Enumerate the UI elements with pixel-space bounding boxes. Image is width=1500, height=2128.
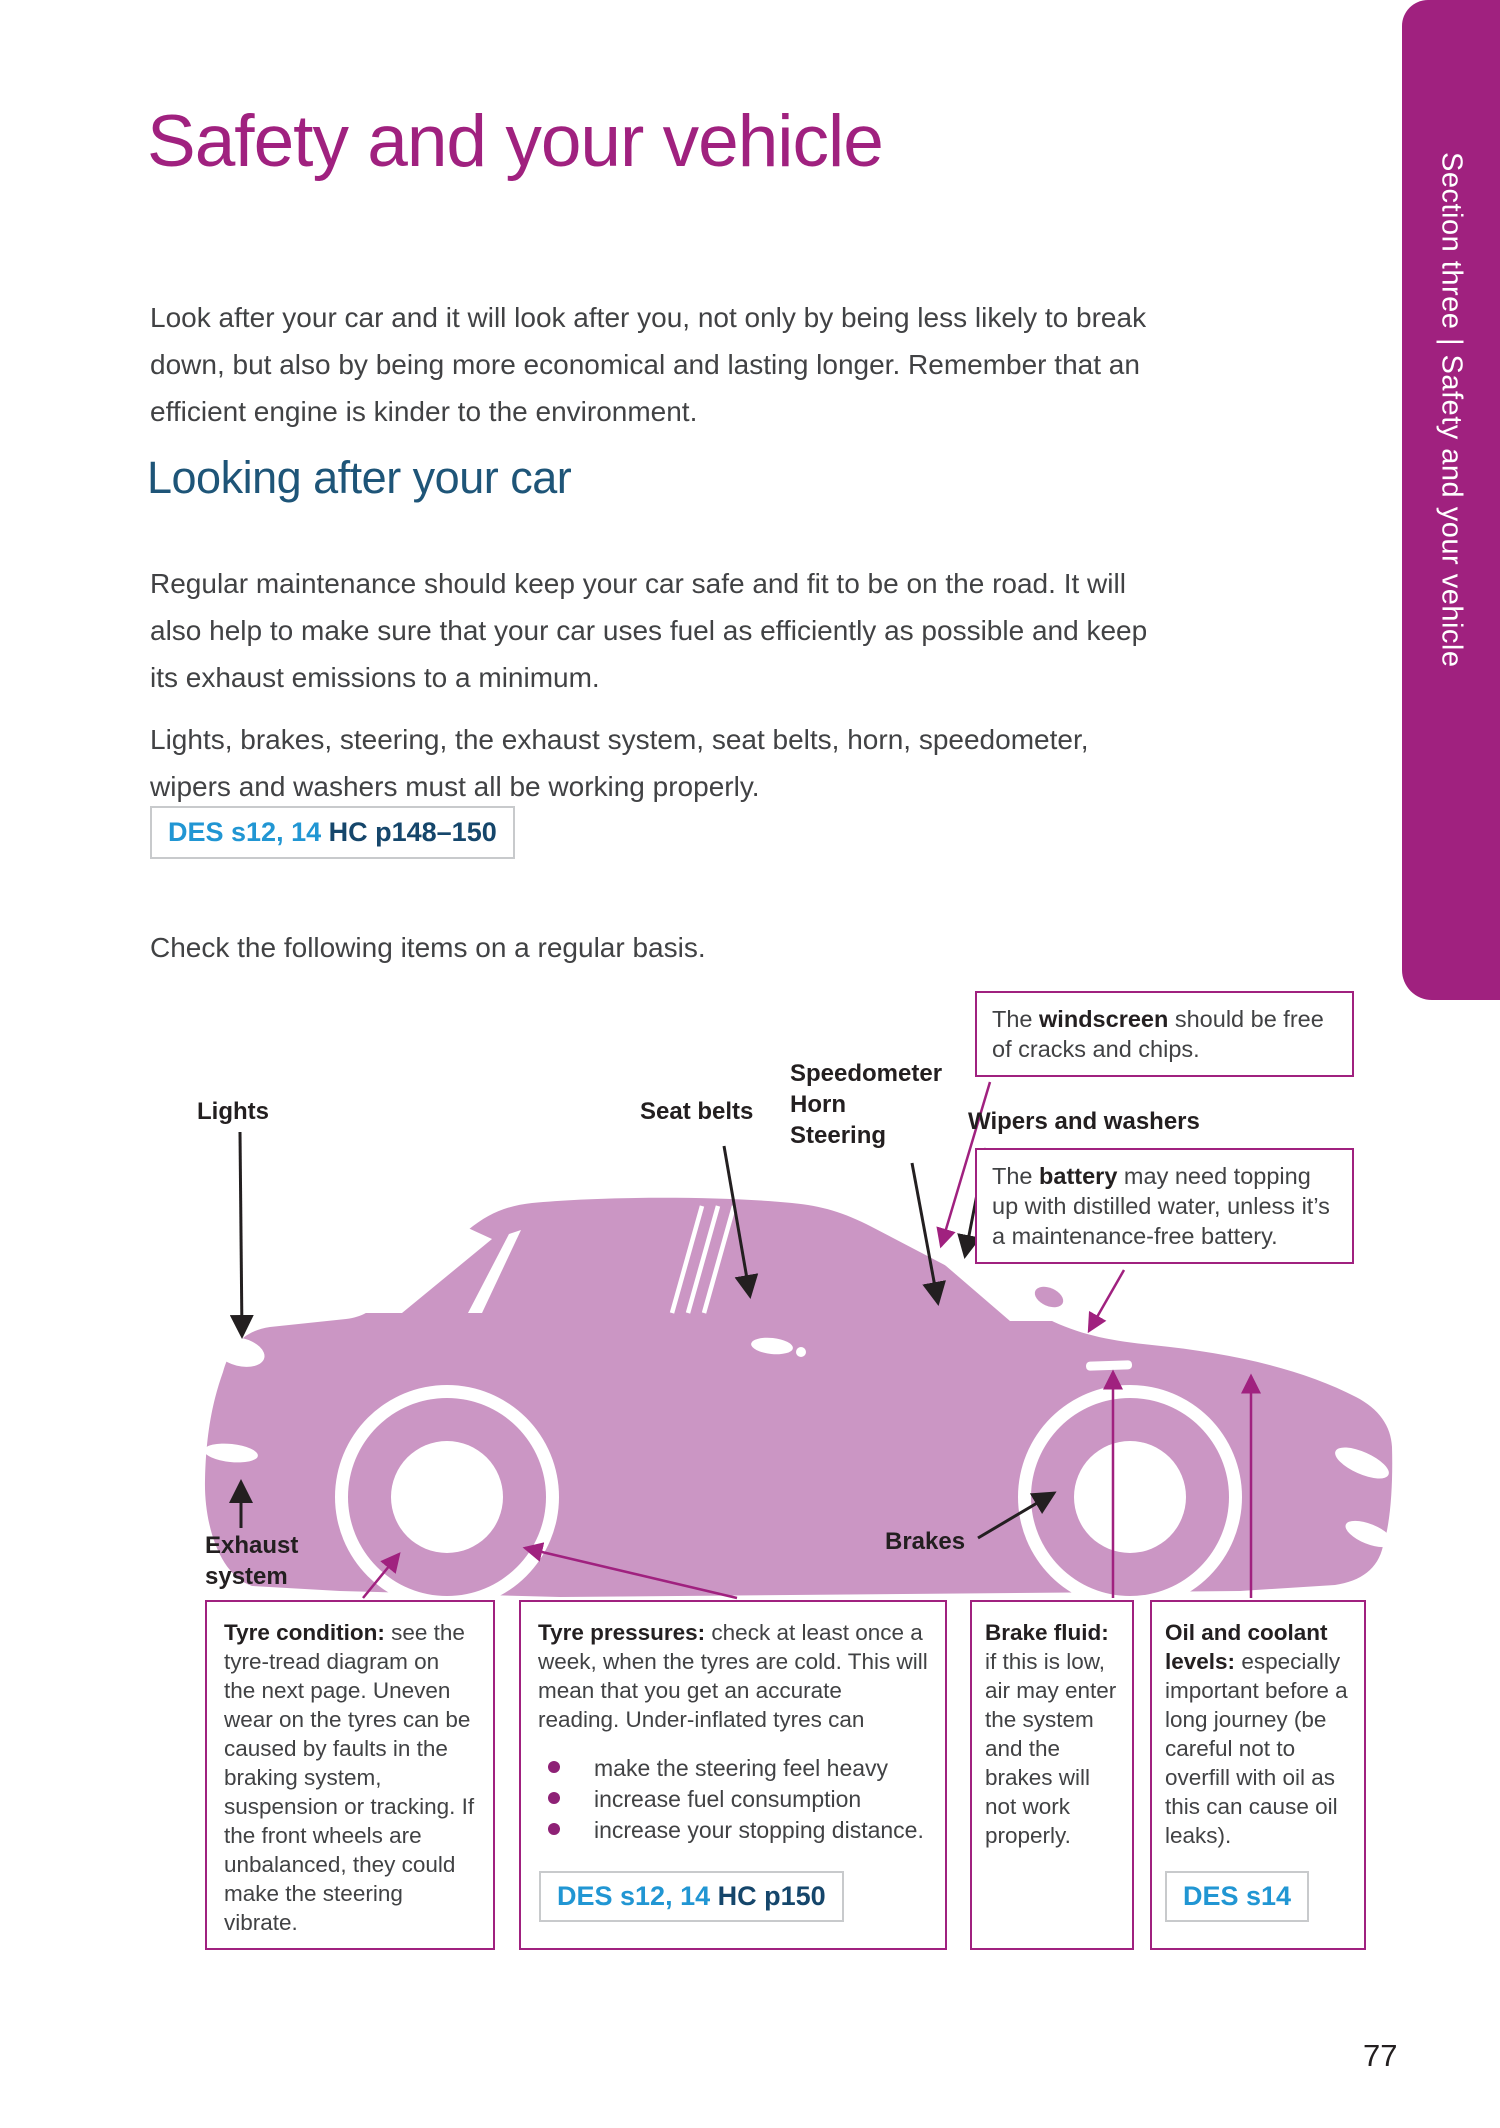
battery-arrow bbox=[1087, 1269, 1126, 1334]
horn-label: Horn bbox=[790, 1091, 846, 1118]
front-hub bbox=[1074, 1441, 1186, 1553]
reference-badge: DES s14 bbox=[1165, 1871, 1310, 1922]
side-mirror bbox=[1034, 1286, 1064, 1308]
door-handle bbox=[751, 1337, 793, 1355]
bullet-icon bbox=[548, 1822, 560, 1835]
seat-belts-arrow bbox=[722, 1145, 759, 1299]
door-seam-3 bbox=[701, 1205, 737, 1314]
tyre-condition-box: Tyre condition: see the tyre-tread diagr… bbox=[205, 1600, 495, 1950]
tyre-pressures-text: Tyre pressures: check at least once a we… bbox=[538, 1620, 928, 1732]
tyre-condition-arrow bbox=[362, 1552, 401, 1599]
door-seam-2 bbox=[685, 1205, 721, 1314]
door-seam-1 bbox=[669, 1205, 705, 1314]
intro-paragraph: Look after your car and it will look aft… bbox=[150, 302, 1147, 427]
front-windscreen bbox=[888, 1216, 1060, 1321]
door-keyhole bbox=[796, 1347, 806, 1357]
page-title: Safety and your vehicle bbox=[147, 101, 884, 182]
car-diagram bbox=[204, 1081, 1393, 1609]
wipers-washers-label: Wipers and washers bbox=[968, 1108, 1200, 1135]
lights-arrow bbox=[229, 1131, 254, 1339]
bullet-item: increase fuel consumption bbox=[538, 1785, 928, 1814]
headlight-upper bbox=[1335, 1447, 1389, 1479]
bullet-icon bbox=[548, 1791, 560, 1804]
battery-callout: The battery may need topping up with dis… bbox=[975, 1148, 1354, 1264]
section-heading: Looking after your car bbox=[147, 452, 572, 503]
brakes-label: Brakes bbox=[885, 1528, 966, 1555]
speedometer-label: Speedometer bbox=[790, 1060, 943, 1087]
c-pillar-seam bbox=[468, 1230, 521, 1313]
brakes-arrow bbox=[977, 1491, 1057, 1540]
paragraph-working-parts: Lights, brakes, steering, the exhaust sy… bbox=[150, 724, 1089, 802]
rear-hub bbox=[391, 1441, 503, 1553]
rear-lamp bbox=[215, 1337, 265, 1367]
hc-reference: HC p148–150 bbox=[328, 817, 497, 847]
lights-label: Lights bbox=[197, 1098, 269, 1125]
rear-bumper-strip bbox=[204, 1443, 258, 1463]
brake-fluid-box: Brake fluid: if this is low, air may ent… bbox=[970, 1600, 1134, 1950]
section-tab-label: Section three | Safety and your vehicle bbox=[1435, 152, 1468, 668]
paragraph-maintenance: Regular maintenance should keep your car… bbox=[150, 568, 1148, 693]
speedometer-arrow bbox=[910, 1162, 946, 1306]
oil-coolant-text: Oil and coolant levels: especially impor… bbox=[1165, 1620, 1348, 1848]
tyre-pressures-bullets: make the steering feel heavy increase fu… bbox=[538, 1754, 928, 1845]
tyre-pressures-box: Tyre pressures: check at least once a we… bbox=[519, 1600, 947, 1950]
front-door-handle bbox=[1086, 1360, 1133, 1371]
exhaust-system-label: Exhaust system bbox=[205, 1532, 299, 1590]
headlight-lower bbox=[1345, 1520, 1393, 1548]
page-number: 77 bbox=[1363, 2038, 1398, 2073]
steering-label: Steering bbox=[790, 1122, 887, 1149]
reference-badge: DES s12, 14 HC p150 bbox=[539, 1871, 844, 1922]
rear-windscreen bbox=[358, 1228, 492, 1313]
speedometer-horn-steering-label: Speedometer Horn Steering bbox=[790, 1058, 942, 1151]
paragraph-check-items: Check the following items on a regular b… bbox=[150, 932, 706, 963]
bullet-item: increase your stopping distance. bbox=[538, 1816, 928, 1845]
seat-belts-label: Seat belts bbox=[640, 1098, 754, 1125]
reference-badge: DES s12, 14 HC p148–150 bbox=[150, 806, 515, 859]
bullet-item: make the steering feel heavy bbox=[538, 1754, 928, 1783]
windscreen-arrow bbox=[936, 1081, 992, 1249]
tyre-pressures-arrow bbox=[522, 1542, 738, 1600]
bullet-icon bbox=[548, 1760, 560, 1773]
section-tab: Section three | Safety and your vehicle bbox=[1402, 0, 1500, 1000]
oil-coolant-box: Oil and coolant levels: especially impor… bbox=[1150, 1600, 1366, 1950]
windscreen-callout: The windscreen should be free of cracks … bbox=[975, 991, 1354, 1077]
des-reference: DES s12, 14 bbox=[168, 817, 322, 847]
